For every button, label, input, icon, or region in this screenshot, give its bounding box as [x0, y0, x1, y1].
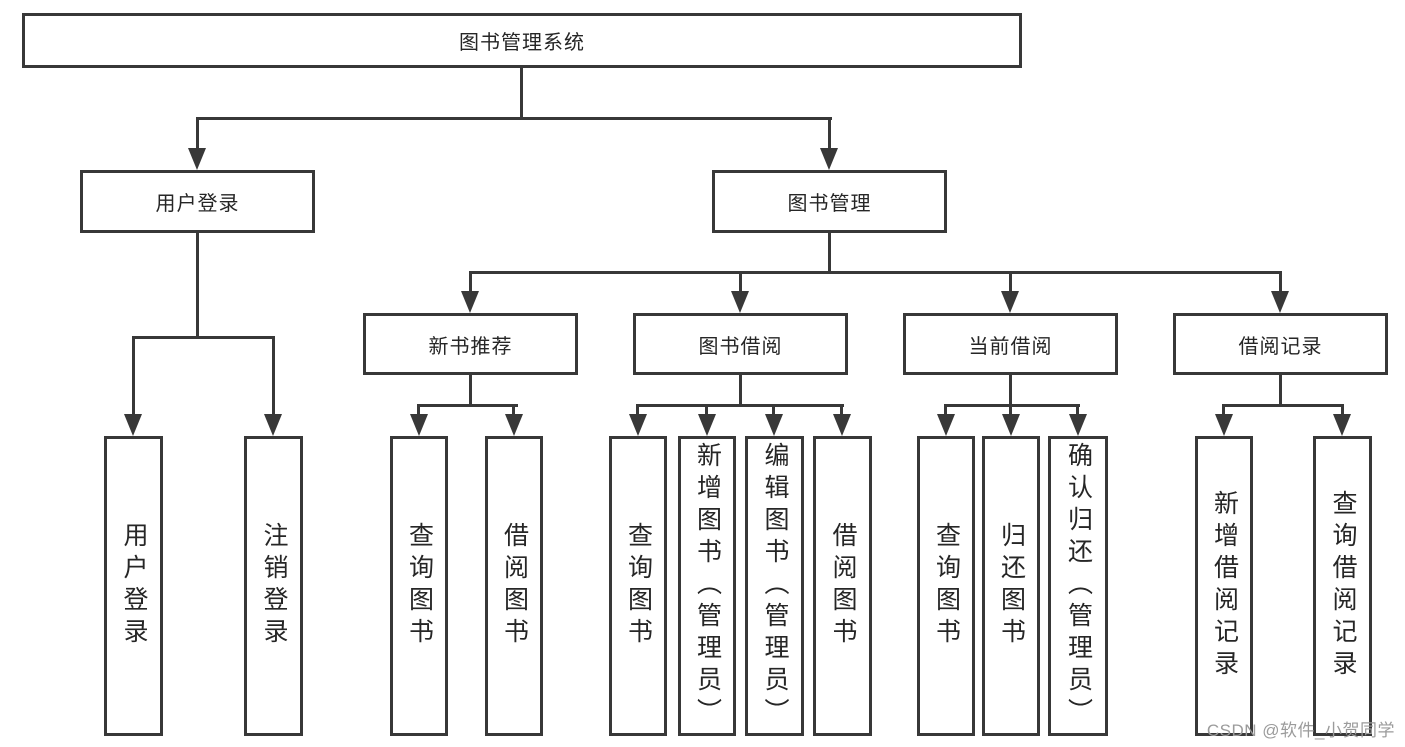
arrow-down-icon	[264, 414, 282, 436]
node-label: 借阅图书	[829, 522, 857, 650]
arrow-down-icon	[1001, 291, 1019, 313]
arrow-down-icon	[937, 414, 955, 436]
arrow-down-icon	[820, 148, 838, 170]
node-label: 用户登录	[155, 193, 240, 215]
node-label: 查询图书	[932, 522, 961, 650]
edge-line	[739, 271, 742, 293]
edge-line	[520, 68, 523, 117]
node-library-management-system: 图书管理系统	[22, 13, 1022, 68]
edge-line	[1222, 404, 1225, 416]
edge-line	[1009, 271, 1012, 293]
node-label: 编辑图书（管理员）	[761, 442, 789, 730]
node-book-borrowing: 图书借阅	[633, 313, 848, 375]
leaf-return-book: 归还图书	[982, 436, 1040, 736]
leaf-query-borrow-record: 查询借阅记录	[1313, 436, 1372, 736]
node-borrowing-records: 借阅记录	[1173, 313, 1388, 375]
node-book-management-module: 图书管理	[712, 170, 947, 233]
arrow-down-icon	[505, 414, 523, 436]
arrow-down-icon	[1002, 414, 1020, 436]
edge-line	[636, 404, 844, 407]
arrow-down-icon	[765, 414, 783, 436]
arrow-down-icon	[124, 414, 142, 436]
arrow-down-icon	[731, 291, 749, 313]
leaf-query-books-borrowing: 查询图书	[609, 436, 667, 736]
edge-line	[272, 336, 275, 416]
leaf-add-borrow-record: 新增借阅记录	[1195, 436, 1253, 736]
edge-line	[469, 271, 472, 293]
node-label: 新书推荐	[428, 335, 513, 358]
node-label: 当前借阅	[968, 335, 1053, 358]
edge-line	[512, 404, 515, 416]
edge-line	[1222, 404, 1344, 407]
edge-line	[1009, 404, 1012, 416]
leaf-query-books-current: 查询图书	[917, 436, 975, 736]
node-label: 确认归还（管理员）	[1064, 442, 1093, 730]
arrow-down-icon	[188, 148, 206, 170]
leaf-query-books-recommend: 查询图书	[390, 436, 448, 736]
edge-line	[469, 375, 472, 406]
edge-line	[196, 233, 199, 336]
edge-line	[636, 404, 639, 416]
edge-line	[705, 404, 708, 416]
edge-line	[828, 233, 831, 273]
edge-line	[739, 375, 742, 406]
node-user-login-module: 用户登录	[80, 170, 315, 233]
edge-line	[196, 117, 832, 120]
node-label: 借阅图书	[500, 522, 529, 650]
node-label: 图书借阅	[698, 335, 783, 358]
node-label: 查询图书	[405, 522, 434, 650]
leaf-confirm-return-admin: 确认归还（管理员）	[1048, 436, 1108, 736]
edge-line	[417, 404, 420, 416]
edge-line	[132, 336, 135, 416]
edge-line	[840, 404, 843, 416]
node-label: 注销登录	[260, 522, 288, 650]
edge-line	[944, 404, 947, 416]
edge-line	[1341, 404, 1344, 416]
node-label: 查询借阅记录	[1329, 490, 1357, 682]
arrow-down-icon	[1215, 414, 1233, 436]
node-label: 查询图书	[624, 522, 653, 650]
leaf-borrow-books: 借阅图书	[813, 436, 872, 736]
leaf-borrow-books-recommend: 借阅图书	[485, 436, 543, 736]
edge-line	[1279, 271, 1282, 293]
arrow-down-icon	[410, 414, 428, 436]
node-new-book-recommendation: 新书推荐	[363, 313, 578, 375]
leaf-user-login: 用户登录	[104, 436, 163, 736]
node-label: 新增借阅记录	[1210, 490, 1239, 682]
node-label: 新增图书（管理员）	[693, 442, 722, 730]
edge-line	[417, 404, 518, 407]
node-label: 归还图书	[997, 522, 1026, 650]
arrow-down-icon	[461, 291, 479, 313]
arrow-down-icon	[1333, 414, 1351, 436]
leaf-logout: 注销登录	[244, 436, 303, 736]
arrow-down-icon	[698, 414, 716, 436]
edge-line	[772, 404, 775, 416]
node-current-borrowing: 当前借阅	[903, 313, 1118, 375]
edge-line	[944, 404, 1080, 407]
edge-line	[1009, 375, 1012, 406]
watermark: CSDN @软件_小贺同学	[1206, 721, 1395, 740]
edge-line	[828, 117, 831, 150]
arrow-down-icon	[629, 414, 647, 436]
node-label: 用户登录	[120, 522, 148, 650]
node-label: 图书管理系统	[459, 32, 585, 54]
edge-line	[1279, 375, 1282, 406]
leaf-add-book-admin: 新增图书（管理员）	[678, 436, 736, 736]
edge-line	[469, 271, 1282, 274]
edge-line	[1076, 404, 1079, 416]
arrow-down-icon	[833, 414, 851, 436]
arrow-down-icon	[1271, 291, 1289, 313]
arrow-down-icon	[1069, 414, 1087, 436]
node-label: 借阅记录	[1238, 335, 1323, 358]
edge-line	[132, 336, 275, 339]
leaf-edit-book-admin: 编辑图书（管理员）	[745, 436, 804, 736]
node-label: 图书管理	[787, 193, 872, 215]
edge-line	[196, 117, 199, 150]
